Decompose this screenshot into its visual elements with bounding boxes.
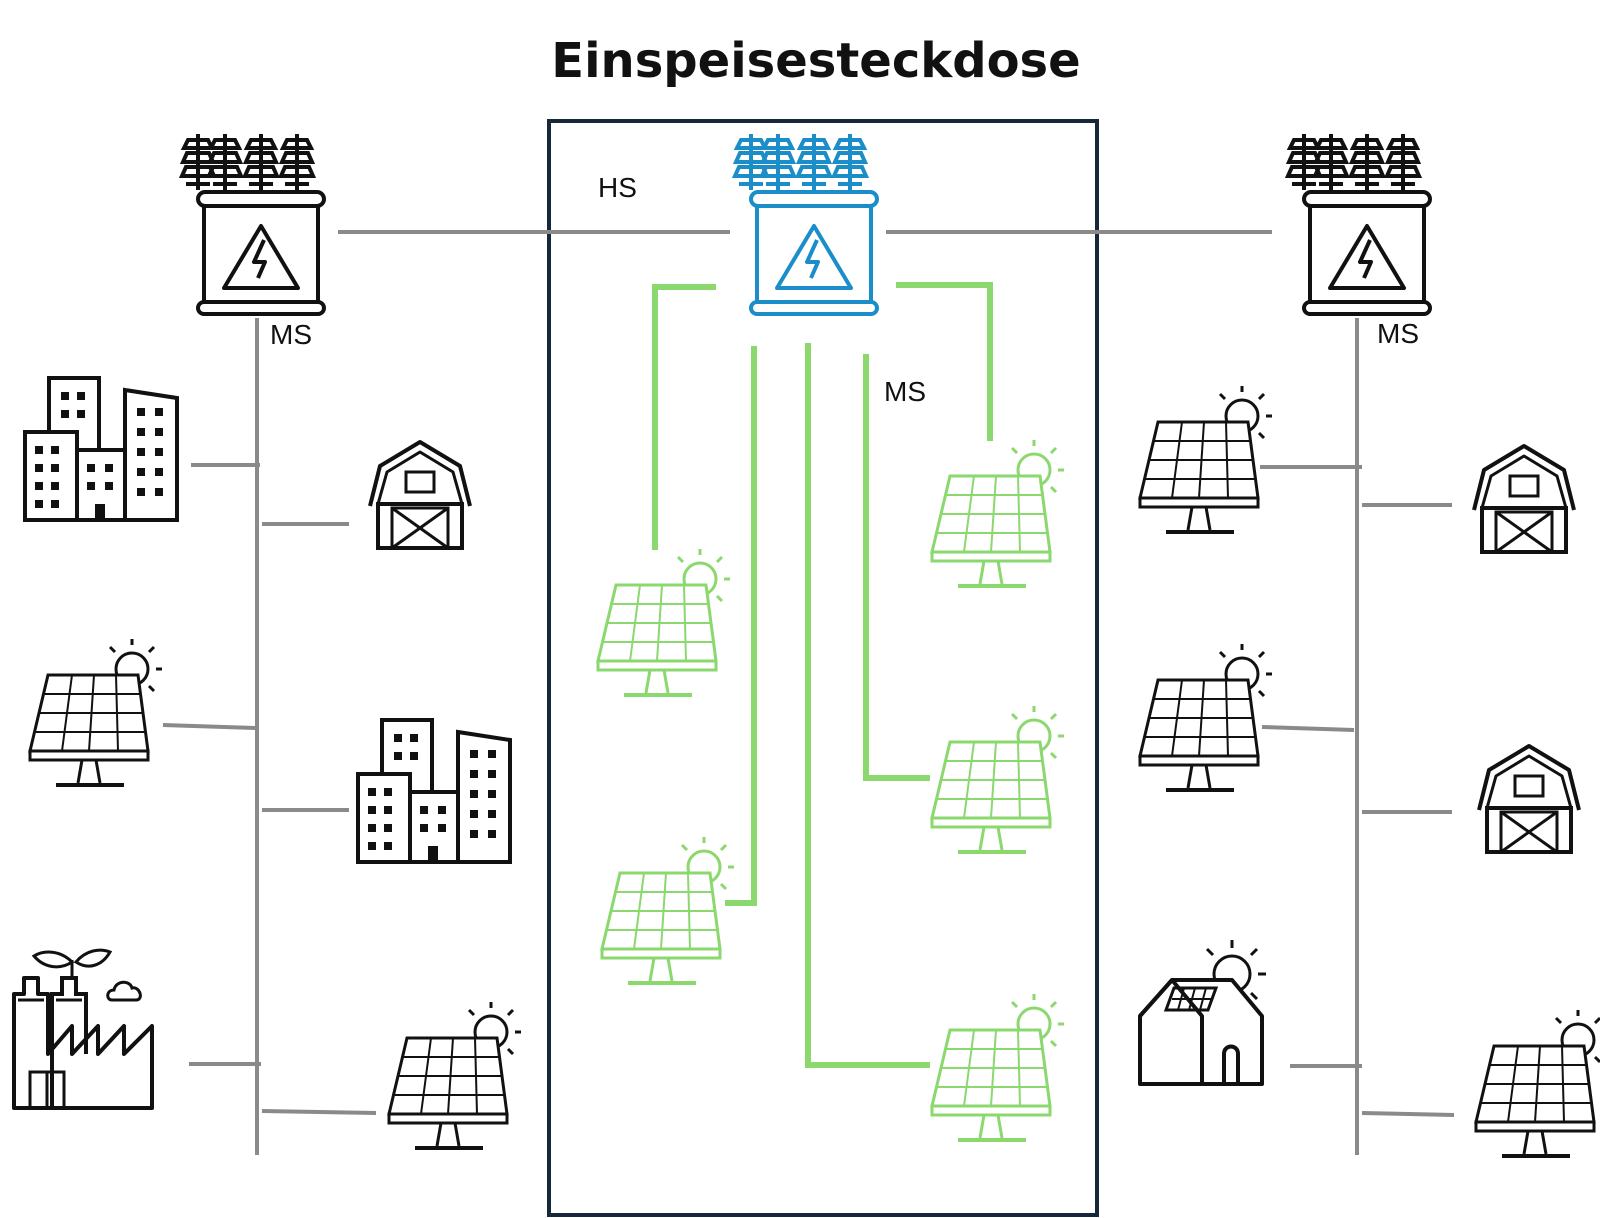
diagram-title: Einspeisesteckdose: [551, 33, 1080, 89]
label-hs: HS: [598, 172, 637, 203]
transformer-icon-left: [182, 134, 324, 314]
barn-icon: [368, 440, 472, 550]
transformer-icon-right: [1288, 134, 1430, 314]
solar-panel-icon: [387, 1000, 523, 1150]
office-buildings-icon: [23, 376, 179, 522]
solar-park-icon: [596, 547, 732, 697]
barn-icon: [1472, 444, 1576, 554]
ms-bus-left: [162, 318, 377, 1155]
solar-park-icon: [930, 704, 1066, 854]
solar-panel-icon: [1474, 1008, 1600, 1158]
solar-park-icon: [600, 835, 736, 985]
solar-panel-icon: [1138, 384, 1274, 534]
solar-park-icon: [930, 438, 1066, 588]
label-ms-right: MS: [1377, 318, 1419, 349]
barn-icon: [1477, 744, 1581, 854]
office-buildings-icon: [356, 718, 512, 864]
ms-bus-right: [1260, 318, 1455, 1155]
solar-park-icon: [930, 992, 1066, 1142]
factory-icon: [12, 948, 154, 1110]
label-ms-center: MS: [884, 376, 926, 407]
solar-panel-icon: [1138, 642, 1274, 792]
highlighted-transformer-icon: [735, 134, 877, 314]
label-ms-left: MS: [270, 319, 312, 350]
ms-feeder-lines: [652, 282, 993, 1068]
house-with-solar-roof-icon: [1138, 938, 1268, 1086]
feed-in-box: [547, 119, 1099, 1217]
solar-panel-icon: [28, 637, 164, 787]
